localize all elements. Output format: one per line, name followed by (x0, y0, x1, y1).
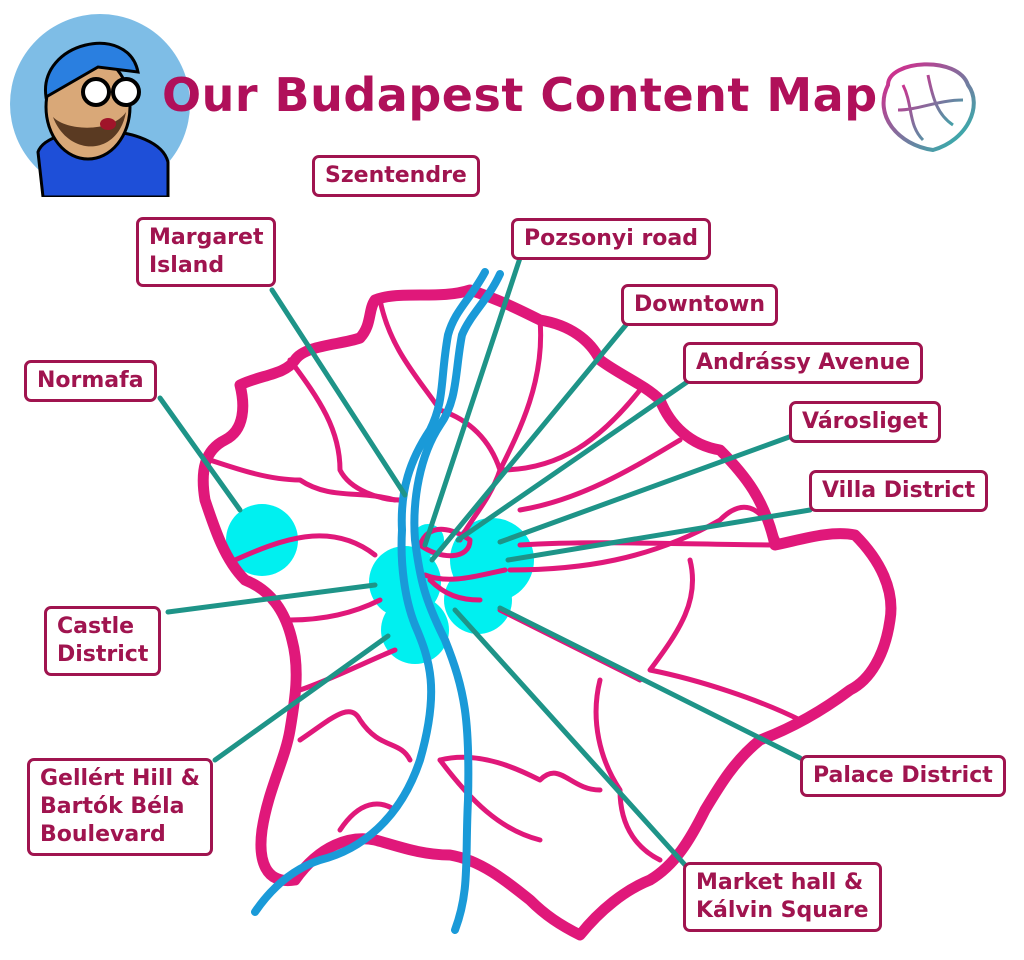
danube-river (251, 268, 504, 934)
leader-palace-district (497, 605, 803, 761)
leader-pozsonyi-road (422, 255, 523, 548)
leader-downtown (429, 317, 633, 563)
leader-gellert-hill (212, 633, 391, 763)
leader-villa-district (505, 507, 813, 563)
label-szentendre[interactable]: Szentendre (312, 155, 480, 197)
leader-andrassy-avenue (455, 377, 693, 543)
label-gellert-hill[interactable]: Gellért Hill & Bartók Béla Boulevard (27, 758, 213, 856)
label-andrassy-avenue[interactable]: Andrássy Avenue (683, 342, 924, 384)
label-margaret-island[interactable]: Margaret Island (136, 217, 277, 287)
label-pozsonyi-road[interactable]: Pozsonyi road (511, 218, 712, 260)
page-title: Our Budapest Content Map (162, 68, 878, 122)
avatar (10, 14, 190, 197)
label-castle-district[interactable]: Castle District (44, 606, 162, 676)
leader-lines (157, 255, 813, 869)
label-palace-district[interactable]: Palace District (800, 755, 1006, 797)
leader-normafa (157, 395, 243, 513)
label-varosliget[interactable]: Városliget (789, 401, 941, 443)
leader-market-hall (452, 607, 689, 869)
leader-varosliget (497, 433, 795, 545)
label-market-hall[interactable]: Market hall & Kálvin Square (683, 862, 882, 932)
label-normafa[interactable]: Normafa (24, 360, 157, 402)
leader-castle-district (165, 582, 378, 615)
leader-margaret-island (269, 287, 408, 498)
label-downtown[interactable]: Downtown (621, 284, 778, 326)
stuffed-cabbage-logo (881, 62, 976, 153)
label-villa-district[interactable]: Villa District (809, 470, 989, 512)
city-boundary (197, 284, 897, 941)
district-borders (207, 297, 803, 863)
